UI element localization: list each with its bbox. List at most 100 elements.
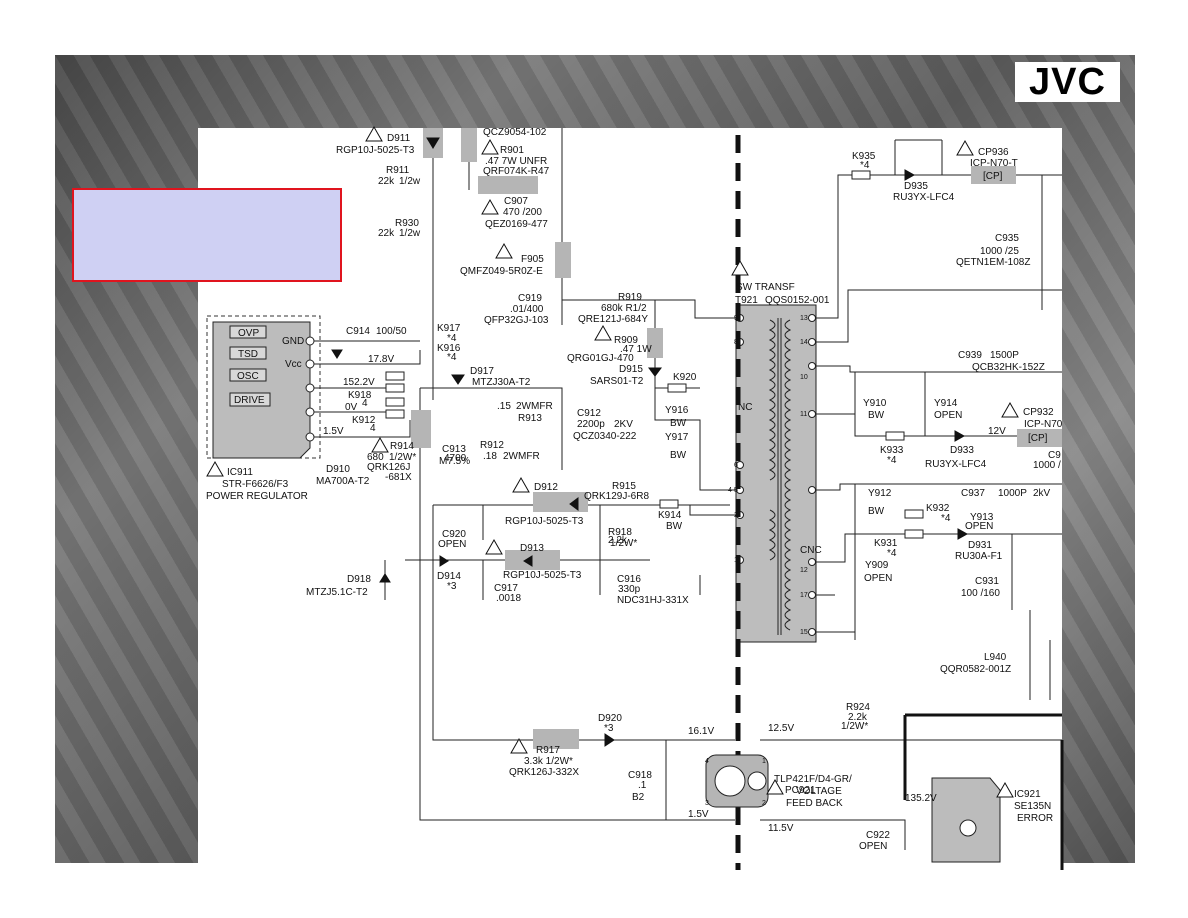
d935-part: RU3YX-LFC4 — [893, 192, 955, 203]
svg-text:15: 15 — [800, 629, 808, 636]
svg-text:11: 11 — [800, 411, 807, 418]
c916-part: NDC31HJ-331X — [617, 595, 689, 606]
c912-part: QCZ0340-222 — [573, 431, 637, 442]
transformer-body — [735, 304, 817, 643]
d910-label: D910 — [326, 464, 350, 475]
r901-label: R901 — [500, 145, 524, 156]
d918-label: D918 — [347, 574, 371, 585]
k912-label: K912 — [352, 415, 376, 426]
d911-label: D911 — [387, 133, 411, 144]
svg-text:12: 12 — [800, 567, 808, 574]
svg-text:1: 1 — [734, 557, 738, 564]
r930-label: R930 — [395, 218, 419, 229]
t921-label: T921 — [735, 295, 758, 306]
r901-part: QRF074K-R47 — [483, 166, 550, 177]
y917-label: Y917 — [665, 432, 689, 443]
y912-label: Y912 — [868, 488, 892, 499]
c917-label: C917 — [494, 583, 518, 594]
v0-label: 0V — [345, 402, 358, 413]
l940-label: L940 — [984, 652, 1007, 663]
secondary-winding — [784, 319, 792, 631]
r919-part: QRE121J-684Y — [578, 314, 648, 325]
r914-label: R914 — [390, 441, 414, 452]
c914-label: C914 — [346, 326, 370, 337]
pc921-desc2: FEED BACK — [786, 798, 843, 809]
cp932-label: CP932 — [1023, 407, 1054, 418]
c907-part: QEZ0169-477 — [485, 219, 548, 230]
r909-highlight — [647, 328, 663, 358]
c918-label: C918 — [628, 770, 652, 781]
resistor-symbols — [385, 170, 924, 539]
ovp-label: OVP — [238, 328, 259, 339]
transformer-label: SW TRANSF — [736, 282, 795, 293]
pc921-label: PC921 — [785, 785, 816, 796]
svg-text:13: 13 — [800, 315, 808, 322]
cp932-part: ICP-N70 — [1024, 419, 1063, 430]
r924-label: R924 — [846, 702, 870, 713]
y914-label: Y914 — [934, 398, 958, 409]
ic921-part: SE135N — [1014, 801, 1051, 812]
highlight-box — [72, 188, 342, 282]
c920-label: C920 — [442, 529, 466, 540]
aux-winding — [768, 509, 776, 561]
d914-label: D914 — [437, 571, 461, 582]
osc-block — [229, 368, 267, 382]
d911-part: RGP10J-5025-T3 — [336, 145, 415, 156]
t921-part: QQS0152-001 — [765, 295, 830, 306]
svg-text:3: 3 — [705, 800, 709, 807]
qcz-label: QCZ9054-102 — [483, 127, 547, 138]
ic921-label: IC921 — [1014, 789, 1041, 800]
r919-label: R919 — [618, 292, 642, 303]
d933-label: D933 — [950, 445, 974, 456]
r914-part2: -681X — [385, 472, 412, 483]
wires — [206, 128, 1064, 870]
r914-watt: 1/2W* — [389, 452, 416, 463]
tsd-label: TSD — [238, 349, 258, 360]
c922-label: C922 — [866, 830, 890, 841]
drive-block — [229, 392, 271, 407]
d917-part: MTZJ30A-T2 — [472, 377, 531, 388]
k935-spec: *4 — [860, 160, 870, 171]
r911-watt: 1/2w — [399, 176, 421, 187]
k914-label: K914 — [658, 510, 682, 521]
svg-text:8: 8 — [734, 339, 738, 346]
vcc-label: Vcc — [285, 359, 302, 370]
d913-label: D913 — [520, 543, 544, 554]
c922-value: OPEN — [859, 841, 887, 852]
c935-label: C935 — [995, 233, 1019, 244]
primary-winding — [768, 319, 776, 481]
v152-label: 152.2V — [343, 377, 375, 388]
c919-value: .01/400 — [510, 304, 544, 315]
r912-watt: 2WMFR — [516, 401, 553, 412]
c919-label: C919 — [518, 293, 542, 304]
f905-label: F905 — [521, 254, 544, 265]
d912-label: D912 — [534, 482, 558, 493]
d920-label: D920 — [598, 713, 622, 724]
c916-value: 330p — [618, 584, 641, 595]
r915-part: QRK129J-6R8 — [584, 491, 649, 502]
c931-value: 100 /160 — [961, 588, 1000, 599]
d912-highlight — [533, 492, 588, 512]
drive-label: DRIVE — [234, 395, 265, 406]
v178-label: 17.8V — [368, 354, 394, 365]
d935-label: D935 — [904, 181, 928, 192]
k920-label: K920 — [673, 372, 697, 383]
ic911-ref: IC911 — [227, 467, 253, 478]
k935-label: K935 — [852, 151, 876, 162]
c935-part: QETN1EM-108Z — [956, 257, 1030, 268]
c907-label: C907 — [504, 196, 528, 207]
cp936-box: [CP] — [983, 171, 1003, 182]
c920-value: OPEN — [438, 539, 466, 550]
svg-text:9: 9 — [734, 315, 738, 322]
r912b-watt: 2WMFR — [503, 451, 540, 462]
r909-value: .47 1W — [620, 344, 652, 355]
pc921-desc1: VOLTAGE — [796, 786, 842, 797]
v15b-label: 1.5V — [688, 809, 709, 820]
k932-spec: *4 — [941, 513, 951, 524]
r911-value: 22k — [378, 176, 395, 187]
svg-text:4: 4 — [728, 487, 732, 494]
c919-part: QFP32GJ-103 — [484, 315, 549, 326]
c907-highlight — [478, 176, 538, 194]
c939-label: C939 — [958, 350, 982, 361]
